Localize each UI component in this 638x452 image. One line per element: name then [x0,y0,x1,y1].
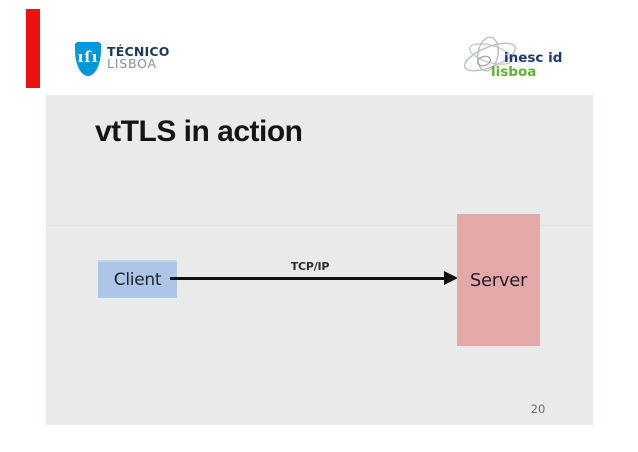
client-node-label: Client [113,270,162,290]
tecnico-shield-monogram: ıſı [77,48,99,66]
tecnico-logo-line2: LISBOA [107,56,157,71]
tecnico-logo-text: TÉCNICO LISBOA [107,44,170,71]
connection-arrow-line [170,277,446,280]
inesc-logo-line2: lisboa [491,64,537,80]
server-node: Server [457,214,540,346]
orbit-scribble-icon [464,36,516,72]
connection-arrow-head-icon [444,271,458,285]
tecnico-logo-line1: TÉCNICO [107,44,170,59]
slide-title: vtTLS in action [95,115,303,148]
inesc-id-logo: inesc id lisboa [460,29,580,83]
slide-canvas: vtTLS in action Client TCP/IP Server 20 [46,95,593,425]
connection-protocol-label: TCP/IP [290,260,330,273]
server-node-label: Server [469,269,528,291]
red-accent-bar [26,9,40,88]
inesc-logo-line1: inesc id [504,50,563,66]
tecnico-shield-icon: ıſı [75,42,101,76]
client-node: Client [98,260,177,298]
slide-page-number: 20 [530,402,546,416]
